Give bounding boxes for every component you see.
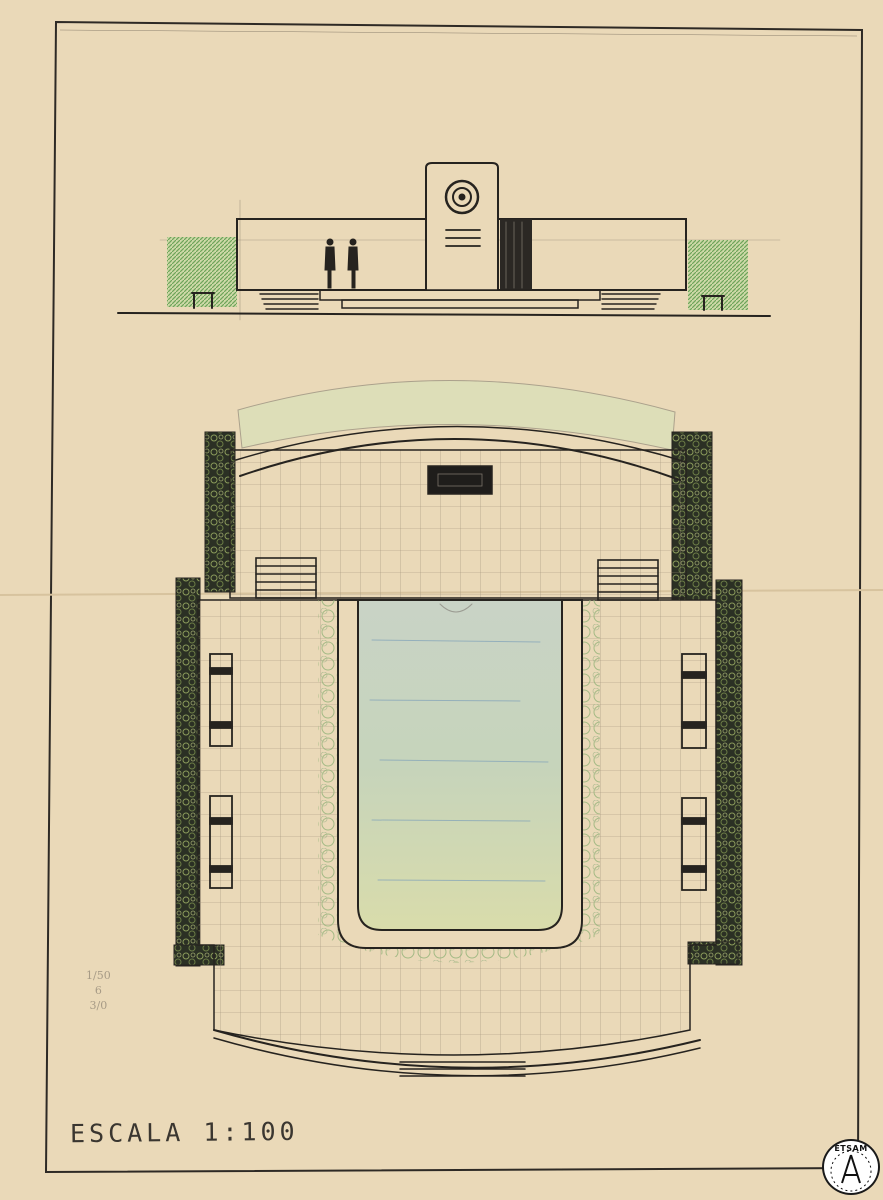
plan-bench-left-2 (209, 795, 233, 889)
hedge-left (175, 577, 201, 967)
elevation-view (117, 162, 781, 321)
top-planter-arc (237, 380, 676, 451)
bench-left (191, 292, 215, 309)
plan-bench-right-1 (681, 653, 707, 749)
plaque (427, 465, 493, 495)
pencil-notes: 1/50 6 3/0 (86, 968, 111, 1013)
bench-right (701, 295, 725, 311)
reflecting-pool (357, 599, 563, 931)
hedge-right (688, 240, 748, 310)
plan-view (173, 380, 743, 1077)
scale-label: ESCALA 1:100 (69, 1116, 299, 1149)
pencil-note: 6 (94, 984, 102, 997)
logo-text: ETSAM (834, 1144, 868, 1153)
plan-bench-right-2 (681, 797, 707, 891)
plan-steps-left (255, 557, 317, 599)
pencil-note: 1/50 (86, 969, 111, 982)
emblem-icon (444, 179, 480, 215)
entry-steps (399, 1061, 526, 1077)
dark-panel (500, 219, 532, 290)
ground-line (117, 312, 771, 317)
elevation-steps-right (601, 293, 661, 310)
etsam-logo-icon: ETSAM (822, 1139, 880, 1195)
human-figures (324, 238, 359, 289)
pencil-note: 3/0 (89, 999, 108, 1012)
plan-bench-left-1 (209, 653, 233, 747)
elevation-steps-left (259, 293, 319, 310)
hedge-right (715, 579, 743, 966)
hedge-left (167, 237, 237, 307)
central-monolith (425, 162, 499, 291)
